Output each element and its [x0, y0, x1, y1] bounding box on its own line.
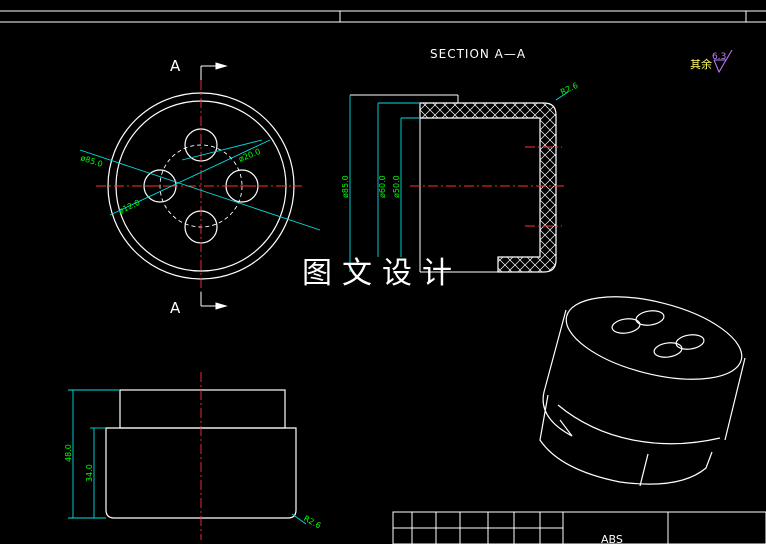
roughness-prefix: 其余 [690, 57, 712, 71]
dim-h34: 34.0 [85, 464, 94, 482]
drawing-frame [0, 10, 766, 23]
dim-h48: 48.0 [64, 444, 73, 462]
dim-sec-d50: ø50.0 [392, 175, 401, 198]
front-view [68, 389, 297, 519]
section-cut-markers [200, 62, 228, 310]
dim-r26-top: R2.6 [559, 81, 579, 97]
dim-sec-d60: ø60.0 [378, 175, 387, 198]
section-centerlines [410, 146, 566, 227]
diameter-leaders [79, 139, 321, 231]
dim-sec-d85: ø85.0 [341, 175, 350, 198]
dim-r26-bottom: R2.6 [302, 514, 322, 531]
section-marker-bottom: A [170, 299, 181, 317]
title-block-material: ABS [601, 533, 623, 544]
dim-d12: ø12.0 [117, 198, 141, 216]
dim-d20: ø20.0 [237, 147, 261, 164]
section-dimension-lines [349, 91, 569, 272]
title-block [392, 511, 766, 544]
watermark-text: 图文设计 [302, 256, 462, 291]
section-marker-top: A [170, 57, 181, 75]
top-view-centerlines [96, 80, 302, 292]
roughness-value: 6.3 [712, 52, 726, 62]
dim-d85: ø85.0 [79, 153, 103, 169]
front-dimension-lines [68, 390, 307, 525]
isometric-view [539, 296, 746, 487]
section-view [350, 94, 557, 273]
roughness-symbol-icon [713, 49, 733, 74]
section-title: SECTION A—A [430, 47, 526, 61]
